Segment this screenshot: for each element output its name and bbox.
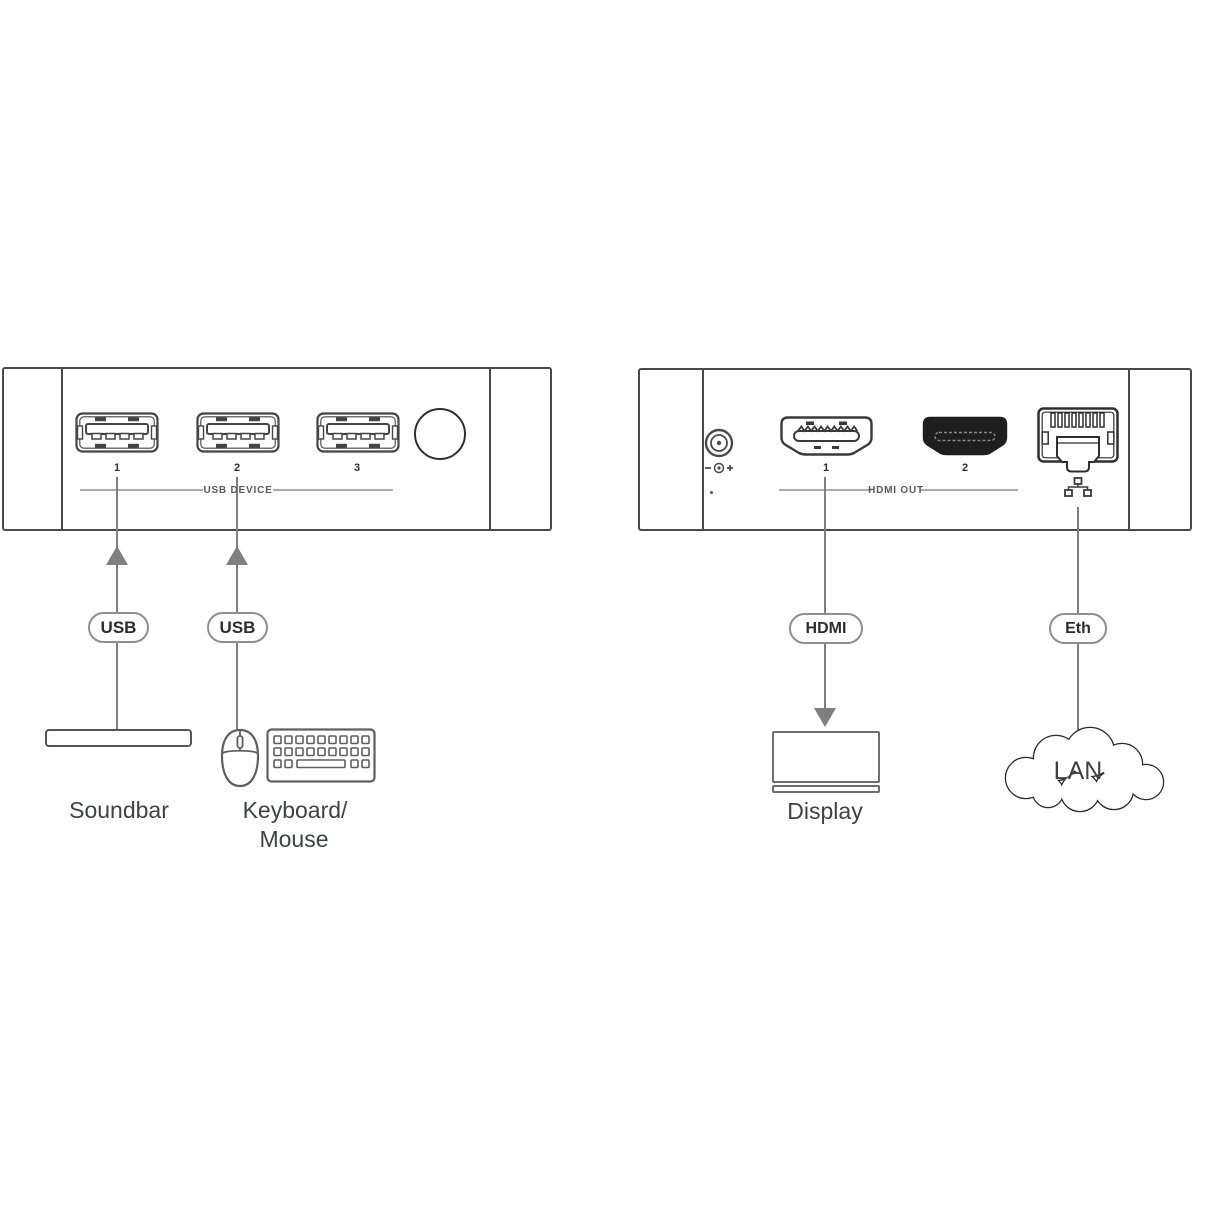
hdmi-group-bracket-right (920, 489, 1018, 491)
usb-group-bracket-left (80, 489, 203, 491)
mouse-label: Mouse (259, 826, 329, 852)
lan-label: LAN (1053, 757, 1103, 785)
soundbar-icon (45, 729, 192, 747)
mouse-icon (220, 728, 260, 788)
display-monitor-icon (772, 731, 880, 783)
usb-cable-2-arrow-icon (226, 546, 248, 565)
usb-port-3-number: 3 (353, 462, 361, 474)
display-monitor-base (772, 785, 880, 793)
usb-group-label: USB DEVICE (203, 485, 273, 496)
hdmi-port-2-icon (922, 416, 1008, 456)
usb-port-1-number: 1 (113, 462, 121, 474)
power-button-icon (414, 408, 466, 460)
left-device-edge-seam-left (61, 369, 63, 529)
panel-dot-mark (710, 491, 713, 494)
usb-pill-2: USB (207, 612, 268, 643)
usb-port-1-icon (75, 412, 159, 453)
hdmi-port-1-number: 1 (822, 462, 830, 474)
left-device-edge-seam-right (489, 369, 491, 529)
rj45-ethernet-port-icon (1037, 407, 1119, 473)
hdmi-group-label: HDMI OUT (868, 485, 924, 496)
display-label: Display (787, 798, 863, 824)
right-device-edge-seam-right (1128, 370, 1130, 529)
dc-power-jack-icon (704, 428, 734, 458)
polarity-symbol-icon (705, 462, 733, 474)
hdmi-cable (824, 477, 826, 710)
keyboard-label: Keyboard/ (242, 797, 348, 823)
usb-port-2-number: 2 (233, 462, 241, 474)
hdmi-cable-arrow-icon (814, 708, 836, 727)
eth-pill: Eth (1049, 613, 1107, 644)
usb-cable-1 (116, 477, 118, 730)
usb-group-bracket-right (273, 489, 393, 491)
keyboard-icon (266, 728, 376, 783)
usb-pill-1: USB (88, 612, 149, 643)
hdmi-port-1-icon (780, 416, 873, 456)
lan-cloud-icon (1004, 726, 1165, 813)
usb-cable-2 (236, 477, 238, 730)
right-device-edge-seam-left (702, 370, 704, 529)
hdmi-port-2-number: 2 (961, 462, 969, 474)
usb-cable-1-arrow-icon (106, 546, 128, 565)
hdmi-pill: HDMI (789, 613, 863, 644)
usb-port-2-icon (196, 412, 280, 453)
ethernet-network-icon (1064, 477, 1092, 497)
soundbar-label: Soundbar (69, 797, 169, 823)
usb-port-3-icon (316, 412, 400, 453)
